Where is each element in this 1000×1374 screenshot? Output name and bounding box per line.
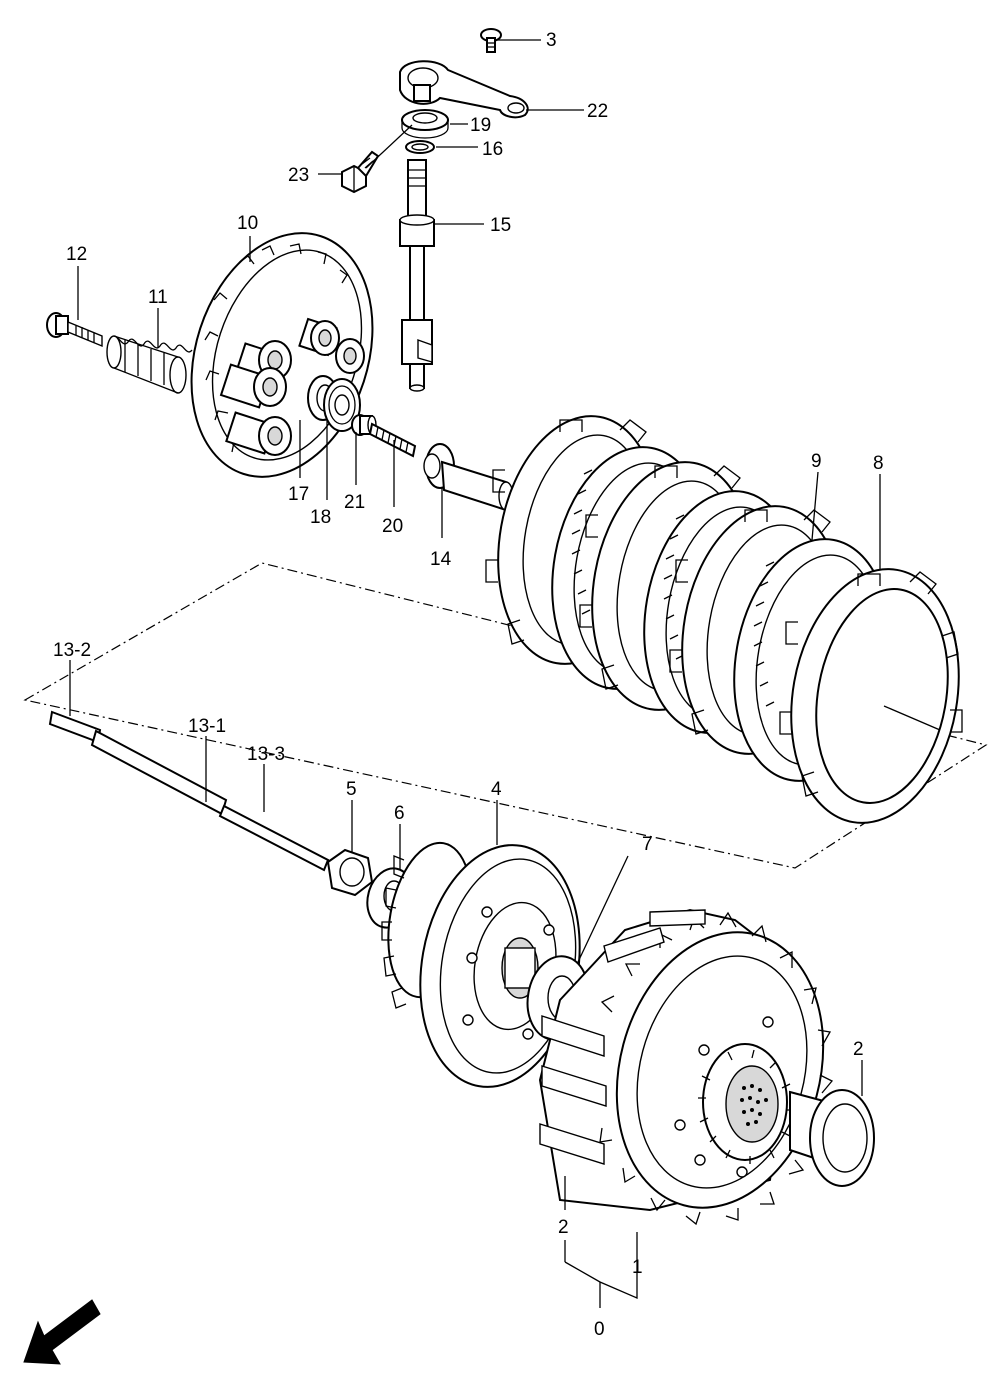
label-16: 16 [482,139,503,160]
label-13-2: 13-2 [53,640,91,661]
part-16-o-ring[interactable] [405,140,435,154]
plate-boss-b [335,338,365,374]
gear-oil-holes [740,1084,768,1126]
plate-boss-e [225,411,292,456]
part-14-push-piece[interactable] [423,443,514,512]
plate-boss-d [219,363,287,409]
part-2-drive-gear[interactable] [698,1043,875,1187]
label-1: 1 [632,1257,643,1278]
part-18-spring-washer[interactable] [323,378,361,432]
label-13-3: 13-3 [247,744,285,765]
label-5: 5 [346,779,357,800]
label-19: 19 [470,115,491,136]
part-22-lever-arm[interactable] [399,60,529,119]
label-13-1: 13-1 [188,716,226,737]
label-7: 7 [642,834,653,855]
part-labels: 3 22 19 16 23 15 10 12 11 17 18 21 20 14… [53,30,884,1340]
label-0: 0 [594,1319,605,1340]
part-19-oil-seal[interactable] [401,109,449,139]
label-17: 17 [288,484,309,505]
label-8: 8 [873,453,884,474]
part-13-2-push-rod-end[interactable] [48,710,102,744]
part-12-bolt[interactable] [46,312,103,348]
part-5-lock-nut[interactable] [326,848,374,897]
part-1-clutch-outer[interactable] [538,908,853,1231]
label-23: 23 [288,165,309,186]
part-11-spring[interactable] [106,335,193,394]
plate-group-outline [23,562,988,869]
label-6: 6 [394,803,405,824]
label-3: 3 [546,30,557,51]
label-4: 4 [491,779,502,800]
label-15: 15 [490,215,511,236]
label-11: 11 [148,287,168,308]
label-9: 9 [811,451,822,472]
label-20: 20 [382,516,403,537]
clutch-plate-stack[interactable] [479,403,978,836]
front-direction-arrow-icon [23,1299,101,1365]
label-10: 10 [237,213,258,234]
label-14: 14 [430,549,452,570]
leader-lines [69,39,941,1308]
friction-plate-4 [779,568,963,824]
plate-boss-a [298,317,340,357]
label-12: 12 [66,244,87,265]
part-10-pressure-plate[interactable] [162,210,403,501]
part-20-adjusting-screw[interactable] [368,422,417,458]
label-21: 21 [344,492,365,513]
part-13-3-push-rod-tip[interactable] [218,804,330,872]
label-2-assembly: 2 [558,1217,569,1238]
label-2-gear: 2 [853,1039,864,1060]
label-22: 22 [587,101,608,122]
part-23-bolt[interactable] [341,150,380,194]
part-15-release-shaft[interactable] [399,159,435,392]
label-18: 18 [310,507,331,528]
part-3-screw[interactable] [480,28,502,53]
